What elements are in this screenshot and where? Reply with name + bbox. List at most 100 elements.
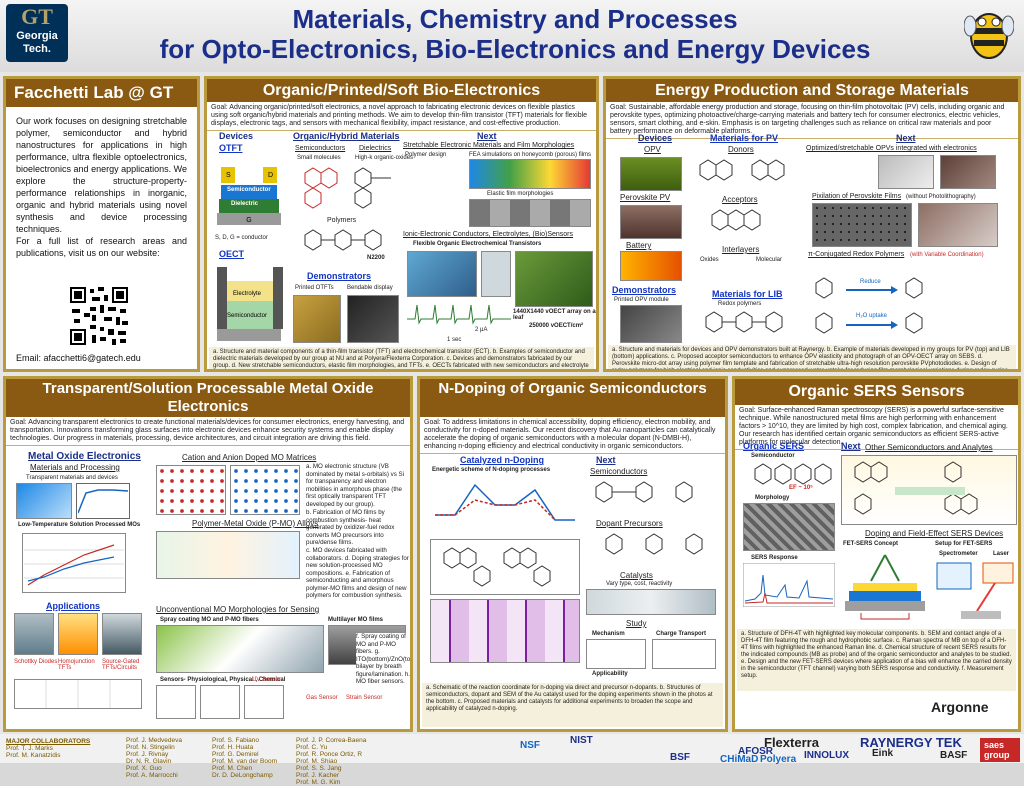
collaborator-name: Prof. T. J. Marks [6,745,53,752]
organic-sers-heading: Organic SERS [743,441,805,451]
oxide-text-3: c. MO devices fabricated with collaborat… [306,547,409,599]
sponsor-logo: BASF [940,750,968,761]
catalysts-sub: Vary type, cost, reactivity [606,581,673,587]
other-molecules-icon [854,461,978,515]
buzz-mascot-icon [964,13,1014,59]
optimized-opv-heading: Optimized/stretchable OPVs integrated wi… [806,145,977,152]
collaborator-name: Prof. J. Medvedeva [126,737,182,744]
collaborator-name: Prof. M. Kanatzidis [6,752,61,759]
perovskite-pv-label: Perovskite PV [620,193,671,202]
sponsor-logo: NSF [520,740,540,751]
energy-goal: Goal: Sustainable, affordable energy pro… [606,102,1018,139]
collaborator-name: Prof. M. Chen [212,765,253,772]
redox-polymers-sub: (with Variable Coordination) [910,252,984,258]
fea-simulation-image [469,159,591,189]
energy-demonstrators-heading: Demonstrators [612,285,677,295]
acceptor-structures-icon [711,209,761,231]
doped-matrix-diagram-1 [156,465,226,515]
otft-dielectric-label: Dielectric [231,201,259,207]
battery-device-image [620,251,682,281]
fet-sers-concept-label: FET-SERS Concept [843,541,899,547]
semiconductor-structures [430,539,580,595]
energy-caption: a. Structure and materials for devices a… [608,345,1016,369]
organic-demonstrators-heading: Demonstrators [307,271,372,281]
sers-response-label: SERS Response [751,555,798,561]
collaborator-name: Prof. M. van der Boom [212,758,278,765]
flexible-oect-label: Flexible Organic Electrochemical Transis… [413,241,542,247]
source-gated-label: Source-Gated TFTs/Circuits [102,659,140,671]
unconventional-heading: Unconventional MO Morphologies for Sensi… [156,605,320,614]
applications-photo-2 [58,613,98,655]
raman-spectrum [743,563,835,607]
argonne-logo: Argonne [931,699,989,715]
molecule-icons [443,547,551,587]
organic-materials-heading: Organic/Hybrid Materials [293,131,400,141]
pixilation-heading: Pixilation of Perovskite Films [812,193,902,200]
ndoping-title: N-Doping of Organic Semiconductors [420,379,725,417]
oect-stack-diagram: Electrolyte Semiconductor [217,267,283,341]
sponsor-logo: INNOLUX [804,750,849,761]
sponsor-logo: saes group [980,738,1020,762]
scale-time-label: 1 sec [447,337,462,343]
voect-count-label: 250000 vOECT/cm² [529,323,584,329]
organic-goal: Goal: Advancing organic/printed/soft ele… [207,102,596,131]
collaborator-name: Prof. C. Yu [296,744,328,751]
mechanism-plot [586,639,646,669]
ndoping-goal: Goal: To address limitations in chemical… [420,417,725,454]
opv-device-image [620,157,682,191]
collaborator-name: Prof. A. Marrocchi [126,772,178,779]
transparent-materials-label: Transparent materials and devices [26,475,118,481]
sem-morphology-image [743,503,835,551]
dfh4t-structure [754,463,832,485]
logo-name: Georgia Tech. [16,30,58,55]
perovskite-device-image [620,205,682,239]
intro-panel: Facchetti Lab @ GT Our work focuses on d… [3,76,200,372]
dopant-structures [605,533,703,555]
voect-array-label: 1440X1440 vOECT array on a leaf [513,309,596,321]
oxide-text-2: b. Fabrication of MO films by combustion… [306,509,395,546]
otft-sd-label: S, D, G = conductor [215,235,268,241]
molecular-label: Molecular [756,257,783,263]
gas-sensor-label: Gas Sensor [306,695,338,701]
donors-label: Donors [728,145,754,154]
semiconductors-label: Semiconductors [295,145,346,152]
cation-heading: Cation and Anion Doped MO Matrices [182,453,317,462]
opv-label: OPV [644,145,661,154]
small-molecules-label: Small molecules [297,155,341,161]
other-semis-heading: Other Semiconductors and Analytes [865,443,993,452]
collaborator-name: Prof. H. Huata [212,744,254,751]
poster-title-line1: Materials, Chemistry and Processes [292,4,738,34]
fea-label: FEA simulations on honeycomb (porous) fi… [469,152,592,158]
bendable-display-photo [347,295,399,343]
collaborator-name: Prof. M. G. Kim [296,779,341,786]
fet-sers-setup-diagram [936,562,1014,619]
collaborator-name: Prof. X. Guo [126,765,162,772]
leaf-photo [515,251,593,307]
intro-email: Email: afacchetti6@gatech.edu [16,353,141,363]
opv-module-photo [620,305,682,343]
otft-semiconductor-label: Semiconductor [227,187,271,193]
schottky-label: Schottky Diodes [14,659,58,665]
study-label: Study [626,619,647,628]
oxides-label: Oxides [700,257,719,263]
collaborator-name: Dr. N. R. Glavin [126,758,172,765]
materials-processing-label: Materials and Processing [30,463,120,472]
oxide-goal: Goal: Advancing transparent electronics … [6,417,410,446]
collaborator-name: Prof. G. Demirel [212,751,259,758]
organic-title: Organic/Printed/Soft Bio-Electronics [207,79,596,102]
sponsor-logo: Polyera [760,754,797,765]
charge-transport-label: Charge Transport [656,631,707,637]
high-k-label: High-k organic-oxides [355,155,414,161]
intro-website-text: For a full list of research areas and pu… [16,236,187,258]
collaborator-name: Prof. J. Kacher [296,772,339,779]
sers-semiconductor-label: Semiconductor [751,453,795,459]
sponsor-logo: NIST [570,735,593,746]
applications-photo-1 [14,613,54,655]
low-temp-label: Low-Temperature Solution Processed MOs [18,522,141,528]
polymer-design-label: Polymer design [405,152,447,158]
sensor-plot-1 [156,685,196,719]
sponsor-logo: BSF [670,752,690,763]
